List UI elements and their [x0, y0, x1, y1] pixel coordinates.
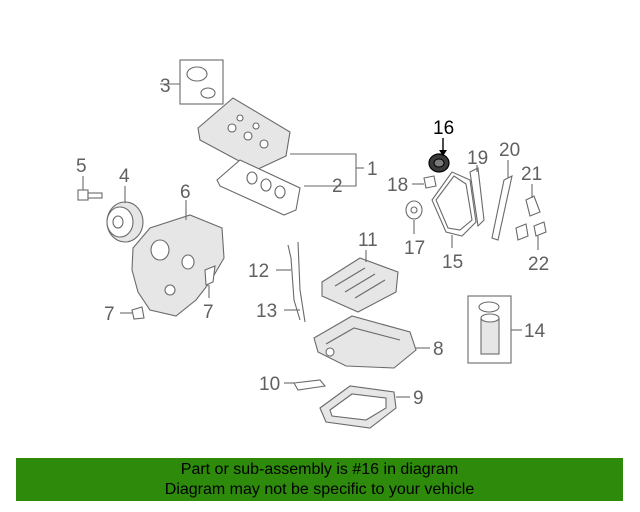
callout-22[interactable]: 22 [528, 254, 549, 275]
part-15-timing-chain [431, 171, 477, 248]
part-21 [525, 184, 541, 217]
part-17-sprocket [405, 200, 423, 234]
callout-13[interactable]: 13 [256, 301, 277, 322]
callout-16[interactable]: 16 [433, 118, 454, 139]
callout-2[interactable]: 2 [332, 176, 343, 197]
footer-banner: Part or sub-assembly is #16 in diagram D… [16, 458, 623, 501]
callout-7-left[interactable]: 7 [104, 304, 115, 325]
callout-5[interactable]: 5 [76, 156, 87, 177]
part-crank-bolt [77, 176, 103, 201]
callout-1[interactable]: 1 [367, 159, 378, 180]
callout-6[interactable]: 6 [180, 182, 191, 203]
part-20-tensioner-arm [491, 160, 513, 241]
callout-20[interactable]: 20 [499, 140, 520, 161]
callout-18[interactable]: 18 [387, 175, 408, 196]
part-seal-left [120, 306, 145, 320]
part-dipstick [276, 241, 306, 323]
part-baffle [284, 379, 327, 391]
callout-8[interactable]: 8 [433, 339, 444, 360]
callout-15[interactable]: 15 [442, 252, 463, 273]
part-19-chain-guide [469, 165, 485, 228]
callout-7-right[interactable]: 7 [203, 302, 214, 323]
banner-line-1: Part or sub-assembly is #16 in diagram [180, 461, 459, 478]
part-seal-right [204, 265, 216, 298]
part-valve-cover [197, 97, 291, 171]
part-windage-tray [321, 250, 399, 313]
callout-10[interactable]: 10 [259, 374, 280, 395]
part-crank-pulley [106, 186, 144, 243]
part-lower-oil-pan [319, 385, 410, 429]
part-18 [412, 175, 437, 189]
part-22 [515, 221, 547, 250]
callout-3[interactable]: 3 [160, 76, 171, 97]
part-upper-oil-pan [313, 315, 430, 369]
callout-12[interactable]: 12 [248, 261, 269, 282]
part-16-highlighted[interactable] [428, 138, 450, 173]
part-oil-filler-cap [160, 59, 224, 105]
part-14-oil-filter [467, 295, 522, 364]
callout-9[interactable]: 9 [413, 388, 424, 409]
banner-line-2: Diagram may not be specific to your vehi… [164, 481, 475, 498]
parts-diagram: 3 1 2 5 4 6 [76, 59, 549, 429]
callout-14[interactable]: 14 [524, 321, 546, 342]
callout-11[interactable]: 11 [358, 230, 378, 251]
callout-21[interactable]: 21 [521, 164, 542, 185]
callout-17[interactable]: 17 [404, 238, 425, 259]
callout-19[interactable]: 19 [467, 148, 488, 169]
part-timing-cover [131, 200, 225, 317]
callout-4[interactable]: 4 [119, 166, 130, 187]
part-valve-cover-gasket [216, 159, 301, 216]
